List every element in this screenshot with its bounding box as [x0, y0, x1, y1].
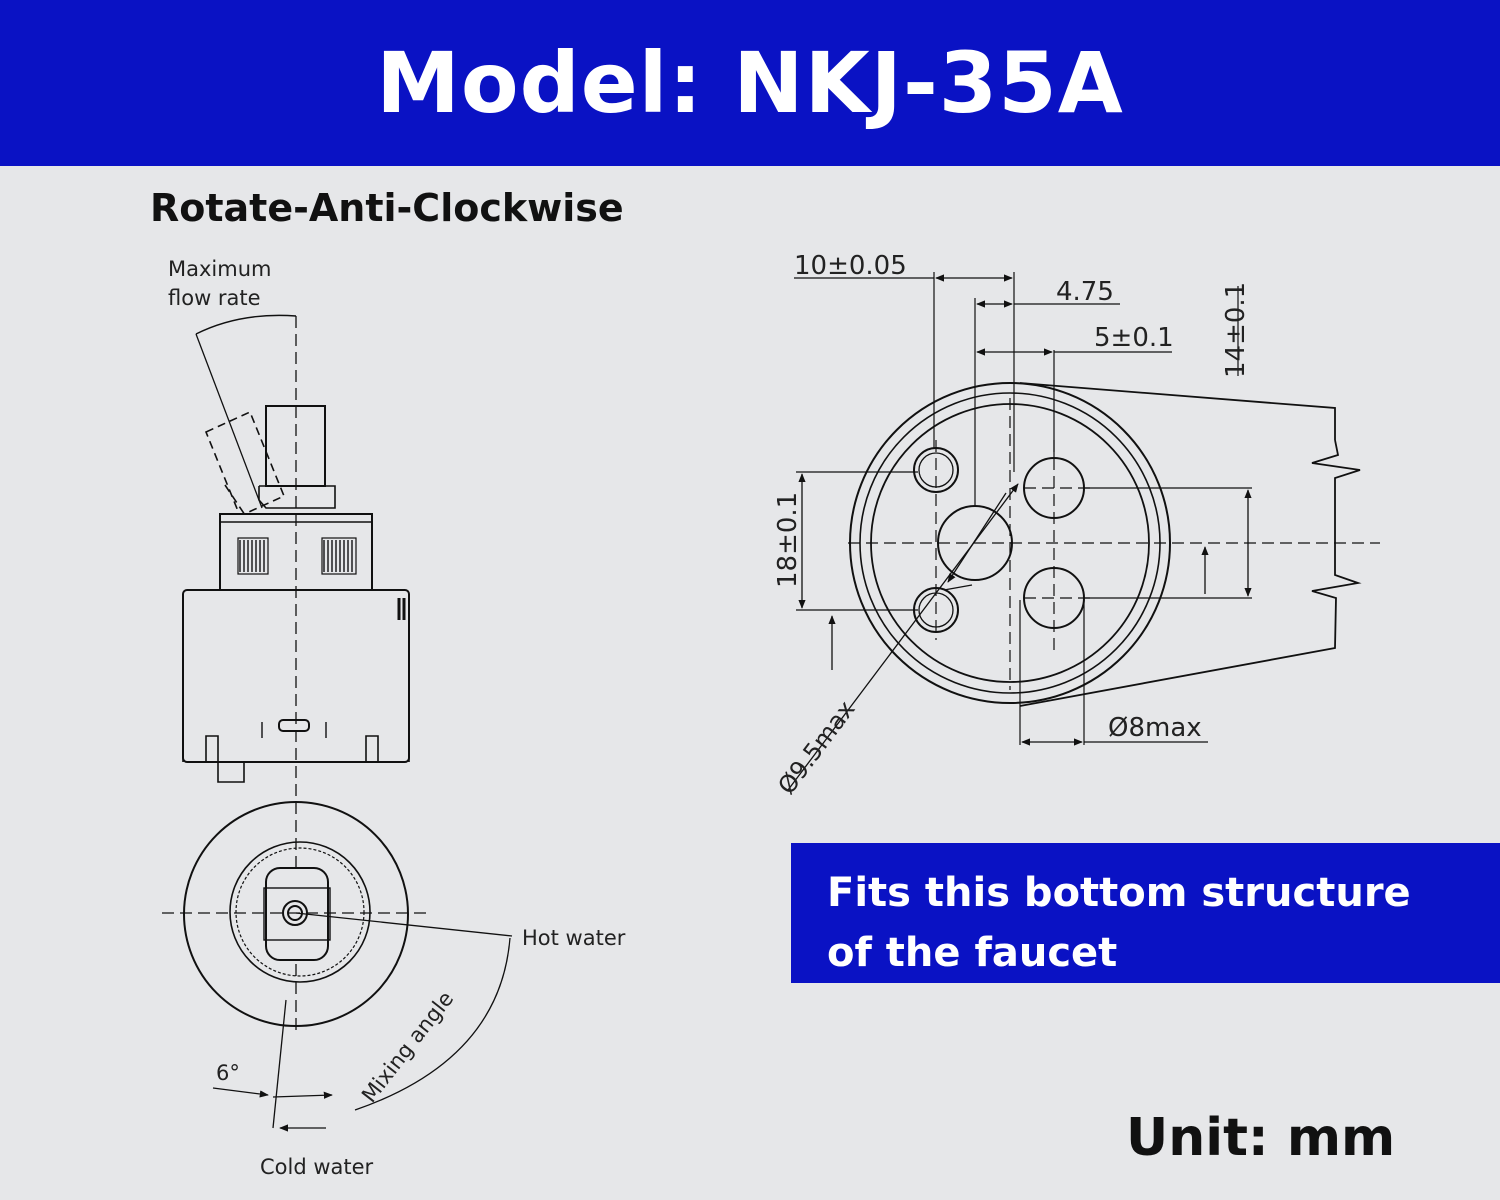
dim-10: 10±0.05	[794, 251, 907, 281]
max-flow-label-1: Maximum	[168, 257, 271, 281]
angle-label: 6°	[216, 1061, 240, 1085]
dim-5: 5±0.1	[1094, 323, 1174, 353]
callout-line-2: of the faucet	[827, 930, 1118, 976]
max-flow-label-2: flow rate	[168, 286, 261, 310]
cartridge-bottom-view	[162, 801, 513, 1132]
dim-8max: Ø8max	[1108, 713, 1202, 743]
cold-water-label: Cold water	[260, 1155, 374, 1179]
dim-18: 18±0.1	[773, 492, 803, 588]
fit-callout: Fits this bottom structure of the faucet	[791, 843, 1500, 983]
page-title: Model: NKJ-35A	[376, 34, 1124, 132]
mixing-angle-label: Mixing angle	[357, 987, 458, 1107]
callout-line-1: Fits this bottom structure	[827, 870, 1411, 916]
title-banner: Model: NKJ-35A	[0, 0, 1500, 166]
rotation-heading: Rotate-Anti-Clockwise	[150, 186, 624, 230]
dim-4-75: 4.75	[1056, 277, 1114, 307]
cartridge-side-view	[182, 314, 410, 1030]
unit-label: Unit: mm	[1126, 1108, 1396, 1168]
dim-14: 14±0.1	[1221, 282, 1251, 378]
faucet-bottom-structure	[787, 272, 1380, 791]
hot-water-label: Hot water	[522, 926, 626, 950]
dim-9-5max: Ø9.5max	[772, 695, 860, 799]
